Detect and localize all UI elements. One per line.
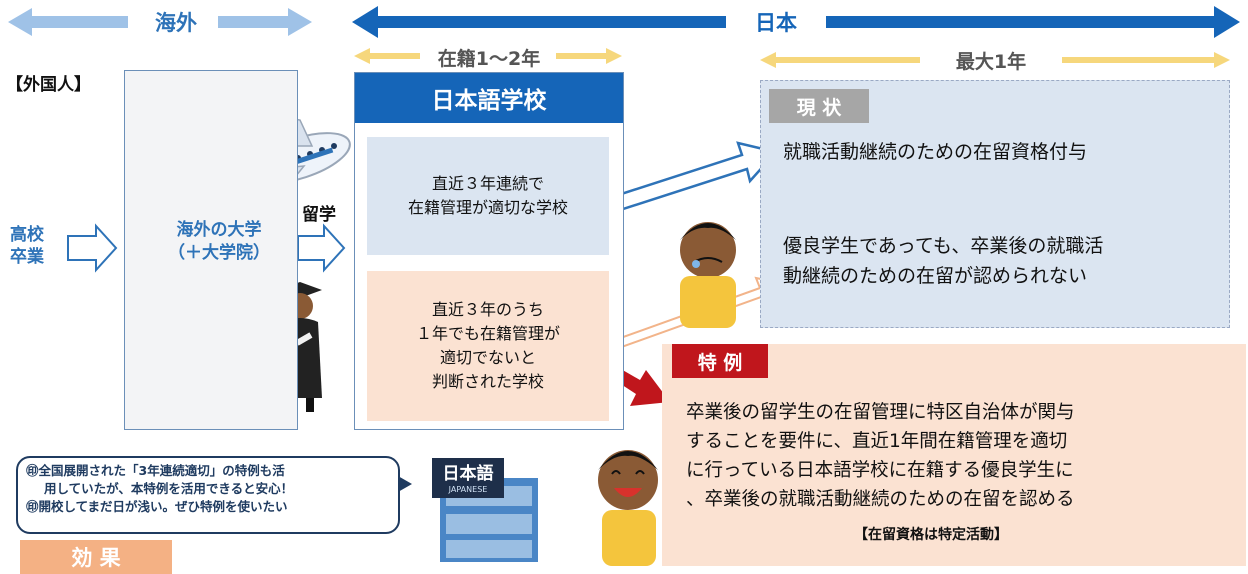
study-abroad-label: 留学	[302, 205, 336, 225]
overseas-university-box: 海外の大学 （＋大学院）	[124, 70, 298, 430]
study-abroad-arrow	[297, 223, 346, 273]
school-sign-subtext: JAPANESE	[448, 484, 488, 494]
current-status-tag: 現 状	[769, 89, 869, 123]
max-period-label: 最大1年	[920, 46, 1062, 74]
foreigner-label: 【外国人】	[6, 75, 91, 95]
japan-label: 日本	[728, 8, 824, 36]
special-case-tag: 特 例	[672, 344, 768, 378]
good-school-arrow	[610, 141, 779, 213]
special-case-note: 【在留資格は特定活動】	[854, 527, 1008, 543]
crying-student-icon	[680, 222, 736, 328]
enrolled-period-label: 在籍1～2年	[422, 44, 556, 70]
special-case-panel: 特 例 卒業後の留学生の在留管理に特区自治体が関与 することを要件に、直近1年間…	[662, 344, 1246, 566]
graduate-arrow	[67, 223, 118, 273]
effect-bubble-line3: ㊞開校してまだ日が浅い。ぜひ特例を使いたい	[26, 499, 288, 514]
overseas-span-arrow	[8, 8, 312, 36]
special-case-body: 卒業後の留学生の在留管理に特区自治体が関与 することを要件に、直近1年間在籍管理…	[686, 402, 1075, 510]
max-period-arrow	[760, 52, 1230, 68]
good-school-box: 直近３年連続で 在籍管理が適切な学校	[367, 137, 609, 255]
effect-speech-bubble: ㊞全国展開された「3年連続適切」の特例も活 用していたが、本特例を活用できると安…	[16, 456, 400, 534]
overseas-label: 海外	[140, 8, 212, 36]
current-status-line1: 就職活動継続のための在留資格付与	[783, 141, 1088, 163]
school-building-icon	[432, 458, 538, 562]
japanese-school-panel: 日本語学校 直近３年連続で 在籍管理が適切な学校 直近３年のうち １年でも在籍管…	[354, 72, 624, 430]
overseas-university-label: 海外の大学 （＋大学院）	[168, 220, 270, 263]
effect-bubble-line2: 用していたが、本特例を活用できると安心！	[44, 481, 294, 496]
enrolled-period-arrow	[354, 48, 622, 64]
bad-school-box: 直近３年のうち １年でも在籍管理が 適切でないと 判断された学校	[367, 271, 609, 421]
japan-span-arrow	[352, 6, 1240, 38]
current-status-line2: 優良学生であっても、卒業後の就職活 動継続のための在留が認められない	[783, 235, 1104, 287]
effect-tag: 効 果	[20, 540, 172, 574]
japanese-school-title: 日本語学校	[355, 73, 623, 123]
current-status-panel: 現 状 就職活動継続のための在留資格付与 優良学生であっても、卒業後の就職活 動…	[760, 80, 1230, 328]
high-school-label: 高校 卒業	[10, 225, 44, 267]
happy-student-icon	[598, 450, 658, 566]
speech-bubble-tail	[398, 476, 412, 492]
effect-bubble-line1: ㊞全国展開された「3年連続適切」の特例も活	[26, 463, 285, 478]
school-sign-text: 日本語	[442, 463, 494, 484]
